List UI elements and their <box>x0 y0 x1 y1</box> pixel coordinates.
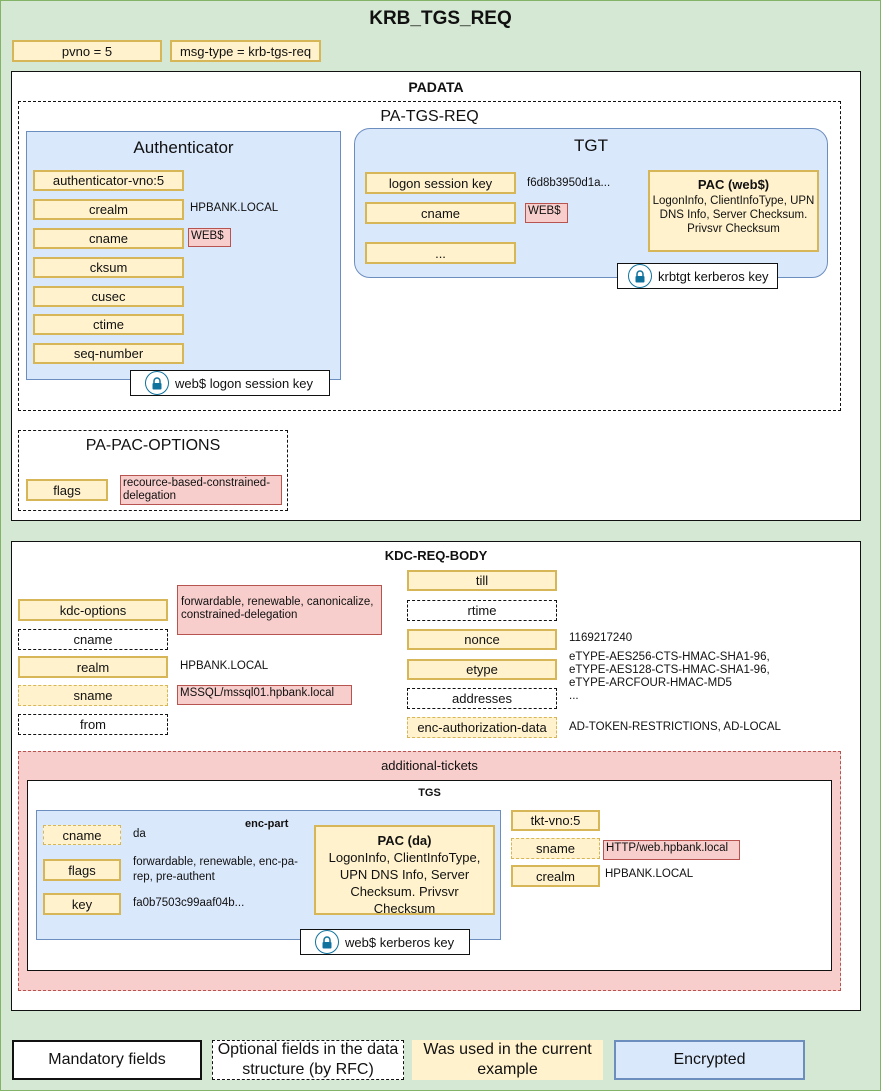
authenticator-ctime-field: ctime <box>33 314 184 335</box>
enc-part-pac-title: PAC (da) <box>377 833 432 848</box>
padata-title: PADATA <box>408 79 464 95</box>
pa-tgs-req-title: PA-TGS-REQ <box>380 108 479 125</box>
tgt-logon-session-key-field: logon session key <box>365 172 516 194</box>
enc-part-title: enc-part <box>245 818 289 830</box>
pa-tgs-req-section <box>18 101 841 411</box>
authenticator-seq-number-field: seq-number <box>33 343 184 364</box>
kdc-nonce-value: 1169217240 <box>569 632 633 644</box>
lock-icon <box>628 264 652 288</box>
enc-part-flags-field: flags <box>43 859 121 881</box>
tgt-logon-session-key-value: f6d8b3950d1a... <box>527 177 611 189</box>
kdc-options-field: kdc-options <box>18 599 168 621</box>
enc-part-pac-box: PAC (da) LogonInfo, ClientInfoType, UPN … <box>314 825 495 916</box>
legend-mandatory: Mandatory fields <box>12 1040 202 1080</box>
kdc-etype-field: etype <box>407 659 557 680</box>
enc-part-flags-value: forwardable, renewable, enc-pa-rep, pre-… <box>133 856 298 883</box>
tgt-title: TGT <box>574 136 608 155</box>
lock-icon <box>315 930 339 954</box>
authenticator-title: Authenticator <box>133 138 234 157</box>
kdc-etype-values: eTYPE-AES256-CTS-HMAC-SHA1-96, eTYPE-AES… <box>569 651 770 703</box>
legend-encrypted: Encrypted <box>614 1040 805 1080</box>
kdc-sname-field: sname <box>18 685 168 706</box>
kdc-sname-value: MSSQL/mssql01.hpbank.local <box>177 685 352 705</box>
pa-pac-options-title: PA-PAC-OPTIONS <box>85 437 221 454</box>
enc-part-key-value: fa0b7503c99aaf04b... <box>133 897 245 909</box>
tgt-pac-title: PAC (web$) <box>697 177 770 192</box>
tgs-sname-value: HTTP/web.hpbank.local <box>603 840 740 860</box>
enc-part-key-box: web$ kerberos key <box>300 929 470 955</box>
kdc-options-value: forwardable, renewable, canonicalize, co… <box>177 585 382 635</box>
kdc-nonce-field: nonce <box>407 629 557 650</box>
tgt-key-label: krbtgt kerberos key <box>658 268 769 284</box>
authenticator-crealm-value: HPBANK.LOCAL <box>190 202 279 214</box>
pa-pac-options-flags-value: recource-based-constrained-delegation <box>120 475 282 505</box>
tgt-pac-box: PAC (web$) LogonInfo, ClientInfoType, UP… <box>648 170 819 252</box>
kdc-till-field: till <box>407 570 557 591</box>
etype-value-arcfour: eTYPE-ARCFOUR-HMAC-MD5 <box>569 677 732 689</box>
enc-part-kerberos-key-label: web$ kerberos key <box>345 934 455 950</box>
kdc-addresses-field: addresses <box>407 688 557 709</box>
authenticator-vno-field: authenticator-vno:5 <box>33 170 184 191</box>
authenticator-cname-value: WEB$ <box>188 228 231 247</box>
pa-pac-options-flags-field: flags <box>26 479 108 501</box>
kdc-rtime-field: rtime <box>407 600 557 621</box>
etype-value-aes128: eTYPE-AES128-CTS-HMAC-SHA1-96, <box>569 664 770 676</box>
etype-value-more: ... <box>569 690 579 702</box>
tgs-crealm-value: HPBANK.LOCAL <box>605 868 694 880</box>
enc-part-key-field: key <box>43 893 121 915</box>
tgt-cname-field: cname <box>365 202 516 224</box>
kdc-enc-authorization-data-field: enc-authorization-data <box>407 717 557 738</box>
msg-type-field: msg-type = krb-tgs-req <box>170 40 321 62</box>
pa-pac-options-section <box>18 430 288 511</box>
lock-icon <box>145 371 169 395</box>
tgs-sname-field: sname <box>511 838 600 859</box>
authenticator-crealm-field: crealm <box>33 199 184 220</box>
authenticator-key-label: web$ logon session key <box>175 375 314 391</box>
enc-part-pac-text: LogonInfo, ClientInfoType, UPN DNS Info,… <box>328 850 481 916</box>
diagram-title: KRB_TGS_REQ <box>369 8 512 29</box>
tgt-pac-text: LogonInfo, ClientInfoType, UPN DNS Info,… <box>652 195 815 235</box>
additional-tickets-title: additional-tickets <box>381 758 478 773</box>
authenticator-cname-field: cname <box>33 228 184 249</box>
authenticator-cusec-field: cusec <box>33 286 184 307</box>
kdc-realm-value: HPBANK.LOCAL <box>180 660 269 672</box>
enc-part-cname-value: da <box>133 828 146 840</box>
tgs-tkt-vno-field: tkt-vno:5 <box>511 810 600 831</box>
tgt-more-field: ... <box>365 242 516 264</box>
legend-optional: Optional fields in the data structure (b… <box>212 1040 404 1080</box>
tgt-key-box: krbtgt kerberos key <box>617 263 778 289</box>
kdc-enc-authorization-data-value: AD-TOKEN-RESTRICTIONS, AD-LOCAL <box>569 721 781 733</box>
pvno-field: pvno = 5 <box>12 40 162 62</box>
kdc-realm-field: realm <box>18 656 168 678</box>
enc-part-cname-field: cname <box>43 825 121 845</box>
legend-used: Was used in the current example <box>412 1040 603 1080</box>
authenticator-cksum-field: cksum <box>33 257 184 278</box>
kdc-from-field: from <box>18 714 168 735</box>
authenticator-key-box: web$ logon session key <box>130 370 330 396</box>
tgt-cname-value: WEB$ <box>525 203 568 223</box>
kdc-cname-field: cname <box>18 629 168 650</box>
tgs-title: TGS <box>418 787 441 799</box>
kdc-req-body-title: KDC-REQ-BODY <box>384 548 488 563</box>
etype-value-aes256: eTYPE-AES256-CTS-HMAC-SHA1-96, <box>569 651 770 663</box>
tgs-crealm-field: crealm <box>511 865 600 887</box>
